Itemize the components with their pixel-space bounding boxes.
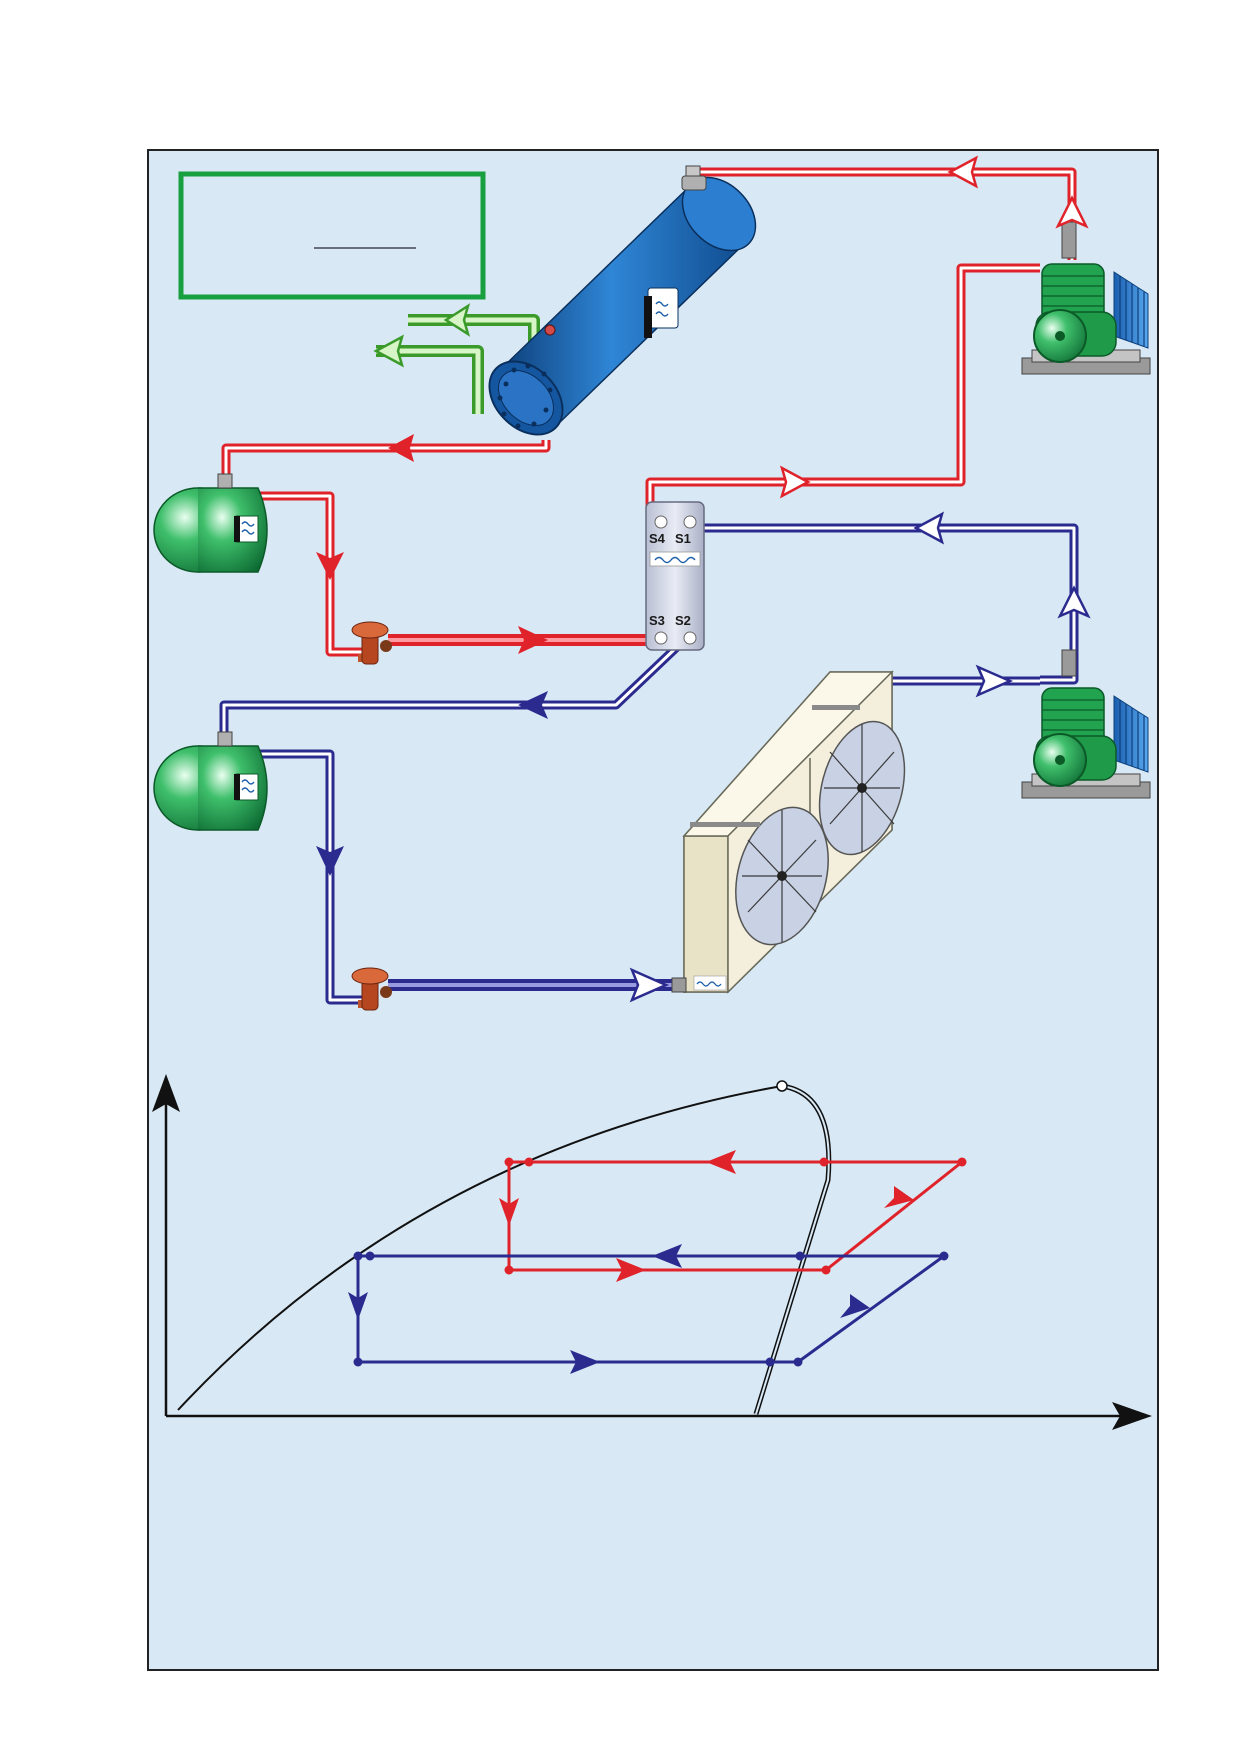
plate-heat-exchanger: S4 S1 S3 S2 (645, 501, 705, 651)
diagram-panel (147, 149, 1159, 1671)
hot-cycle-markers (499, 1150, 967, 1282)
cold-cycle-markers (348, 1244, 949, 1374)
label-box (178, 171, 486, 300)
shell-and-tube-exchanger-icon (488, 165, 757, 436)
lower-receiver-icon (153, 745, 268, 831)
port-s2-label: S2 (675, 613, 691, 628)
y-axis-arrow (152, 1074, 180, 1112)
upper-receiver-port (217, 473, 233, 489)
port-s4-label: S4 (649, 531, 666, 546)
critical-point (776, 1080, 788, 1092)
water-flow-arrows (373, 303, 471, 368)
saturated-liquid-line (177, 1085, 783, 1411)
port-s3-label: S3 (649, 613, 665, 628)
lower-compressor-stem (1061, 649, 1077, 677)
x-axis-arrow (1112, 1402, 1152, 1430)
upper-compressor-stem (1061, 221, 1077, 259)
upper-receiver-icon (153, 487, 268, 573)
air-cooler-icon (671, 670, 906, 994)
lower-receiver-port (217, 731, 233, 747)
port-s1-label: S1 (675, 531, 691, 546)
flow-arrows (316, 155, 1091, 1003)
pressure-enthalpy-diagram (152, 1074, 1152, 1430)
